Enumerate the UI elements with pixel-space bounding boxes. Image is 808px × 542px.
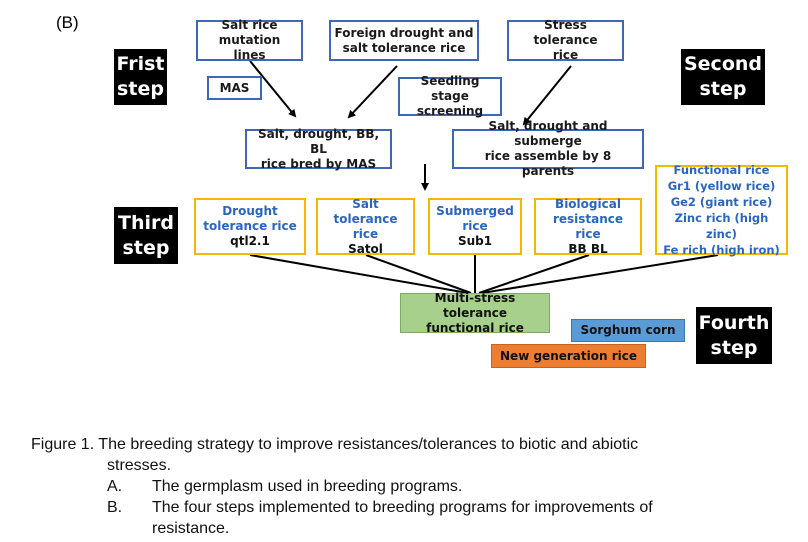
- drought-line1: Drought: [222, 204, 278, 218]
- caption-a-text: The germplasm used in breeding programs.: [152, 478, 463, 495]
- salt-tolerance-rice-box: Salt tolerance rice Satol: [316, 196, 415, 256]
- caption-b-marker: B.: [107, 499, 123, 516]
- mas-bred-rice-box: Salt, drought, BB, BL rice bred by MAS: [245, 126, 392, 171]
- line-biological-to-multi: [478, 254, 590, 294]
- multi-line2: functional rice: [426, 320, 524, 335]
- assembled-line2: rice assemble by 8 parents: [484, 149, 612, 178]
- multi-line1: Multi-stress tolerance: [434, 290, 516, 320]
- foreign-line2: salt tolerance rice: [342, 40, 466, 55]
- first-step-line2: step: [117, 78, 164, 100]
- caption-line2: stresses.: [107, 457, 172, 474]
- salt-line2: tolerance rice: [333, 211, 398, 241]
- new-generation-rice-box: New generation rice: [491, 344, 646, 368]
- arrow-stress-to-assembled: [522, 65, 572, 126]
- mas-label: MAS: [219, 80, 250, 95]
- second-step-label: Second step: [681, 49, 765, 105]
- fourth-step-line2: step: [710, 336, 758, 359]
- first-step-label: Frist step: [114, 49, 167, 105]
- caption-item-b: B. The four steps implemented to breedin…: [31, 497, 791, 518]
- functional-line5: Fe rich (high iron): [663, 243, 780, 257]
- caption-item-a: A. The germplasm used in breeding progra…: [31, 476, 791, 497]
- functional-rice-box: Functional rice Gr1 (yellow rice) Ge2 (g…: [655, 163, 788, 257]
- fourth-step-line1: Fourth: [698, 311, 770, 334]
- third-step-line2: step: [122, 236, 170, 259]
- biological-gene: BB BL: [568, 241, 608, 256]
- salt-gene: Satol: [348, 241, 383, 256]
- mas-box: MAS: [207, 76, 262, 100]
- submerged-gene: Sub1: [457, 234, 493, 248]
- fourth-step-label: Fourth step: [696, 307, 772, 364]
- seedling-line2: screening: [416, 104, 484, 118]
- drought-line2: tolerance rice: [203, 219, 297, 233]
- foreign-drought-salt-rice-box: Foreign drought and salt tolerance rice: [329, 20, 479, 61]
- salt-rice-mutation-lines-box: Salt rice mutation lines: [196, 18, 303, 62]
- new-gen-label: New generation rice: [500, 348, 637, 363]
- first-step-line1: Frist: [116, 53, 165, 75]
- functional-line1: Functional rice: [673, 163, 770, 177]
- salt-rice-line1: Salt rice: [221, 18, 278, 32]
- arrow-foreign-to-mas-bred: [347, 65, 398, 119]
- third-step-line1: Third: [118, 211, 174, 234]
- biological-line1: Biological: [555, 196, 621, 211]
- functional-line3: Ge2 (giant rice): [670, 195, 773, 209]
- salt-rice-line2: mutation lines: [218, 33, 281, 62]
- functional-line4: Zinc rich (high zinc): [674, 211, 769, 241]
- submerged-line2: rice: [462, 219, 488, 233]
- second-step-line1: Second: [683, 53, 762, 75]
- submerged-line1: Submerged: [436, 204, 514, 218]
- caption-b-text-2: resistance.: [152, 520, 230, 537]
- biological-resistance-rice-box: Biological resistance rice BB BL: [534, 196, 642, 256]
- foreign-line1: Foreign drought and: [334, 25, 474, 40]
- stress-line2: rice: [552, 48, 579, 62]
- stress-line1: Stress tolerance: [533, 18, 598, 47]
- mas-bred-line1: Salt, drought, BB, BL: [257, 126, 380, 156]
- drought-tolerance-rice-box: Drought tolerance rice qtl2.1: [194, 198, 306, 255]
- sorghum-corn-box: Sorghum corn: [571, 319, 685, 342]
- stress-tolerance-rice-box: Stress tolerance rice: [507, 18, 624, 62]
- figure-caption: Figure 1. The breeding strategy to impro…: [31, 434, 791, 540]
- assembled-line1: Salt, drought and submerge: [488, 119, 608, 148]
- line-salt-to-multi: [365, 254, 472, 294]
- panel-label: (B): [56, 13, 79, 32]
- multi-stress-functional-rice-box: Multi-stress tolerance functional rice: [400, 290, 550, 335]
- sorghum-label: Sorghum corn: [580, 323, 676, 337]
- seedling-line1: Seedling stage: [420, 74, 480, 103]
- submerged-rice-box: Submerged rice Sub1: [428, 198, 522, 255]
- biological-line2: resistance rice: [552, 211, 624, 241]
- caption-line1: Figure 1. The breeding strategy to impro…: [31, 436, 639, 453]
- functional-line2: Gr1 (yellow rice): [667, 179, 776, 193]
- caption-a-marker: A.: [107, 478, 123, 495]
- arrow-salt-rice-to-mas-bred: [249, 60, 297, 118]
- drought-gene: qtl2.1: [230, 234, 270, 248]
- second-step-line2: step: [699, 78, 747, 100]
- salt-line1: Salt: [352, 196, 379, 211]
- line-drought-to-multi: [249, 254, 469, 294]
- seedling-stage-screening-box: Seedling stage screening: [398, 74, 502, 118]
- line-functional-to-multi: [481, 254, 719, 294]
- caption-b-text-1: The four steps implemented to breeding p…: [152, 499, 653, 516]
- assembled-rice-box: Salt, drought and submerge rice assemble…: [452, 119, 644, 178]
- mas-bred-line2: rice bred by MAS: [260, 156, 377, 171]
- third-step-label: Third step: [114, 207, 178, 264]
